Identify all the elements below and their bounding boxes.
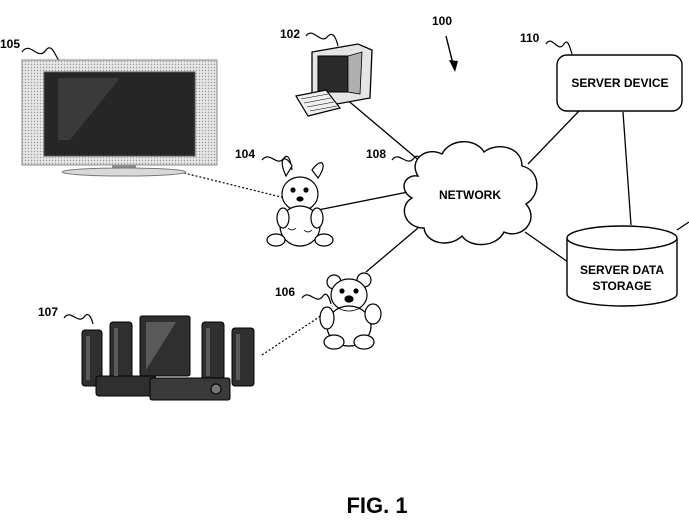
cloud-icon: NETWORK [403,141,538,246]
server-device-label: SERVER DEVICE [571,76,668,90]
ref-108: 108 [366,147,386,161]
leader-107 [63,313,94,325]
link-bear-network [365,227,419,273]
stuffed-bunny-icon [266,158,334,247]
ref-110: 110 [520,31,540,45]
system-arrow [445,35,458,72]
ref-100: 100 [432,14,452,28]
database-cylinder-icon: SERVER DATA STORAGE [566,225,678,307]
ref-107: 107 [38,305,58,319]
storage-label-line1: SERVER DATA [580,263,664,277]
link-network-storage [524,231,569,263]
leader-102 [305,32,339,47]
link-bunny-network [317,191,409,211]
leader-105 [21,47,61,63]
link-network-server [527,109,581,165]
wireless-links [179,171,323,356]
ref-105: 105 [0,37,20,51]
reference-leaders [21,32,573,325]
ref-104: 104 [235,147,255,161]
link-storage-edge [676,221,689,231]
link-server-storage [622,111,632,226]
leader-110 [545,40,573,55]
connection-lines [317,97,689,273]
flat-screen-tv-icon [21,59,218,177]
figure-caption: FIG. 1 [346,493,407,518]
link-speakers-bear [261,314,323,356]
storage-label-line2: STORAGE [592,279,651,293]
link-tv-bunny [179,171,286,199]
server-device-box: SERVER DEVICE [556,54,683,112]
ref-102: 102 [280,27,300,41]
link-computer-network [344,97,429,169]
home-theater-speakers-icon [81,315,255,401]
desktop-computer-icon [295,43,373,117]
teddy-bear-icon [319,272,382,350]
network-label: NETWORK [439,188,501,202]
ref-106: 106 [275,285,295,299]
leader-106 [301,293,332,305]
